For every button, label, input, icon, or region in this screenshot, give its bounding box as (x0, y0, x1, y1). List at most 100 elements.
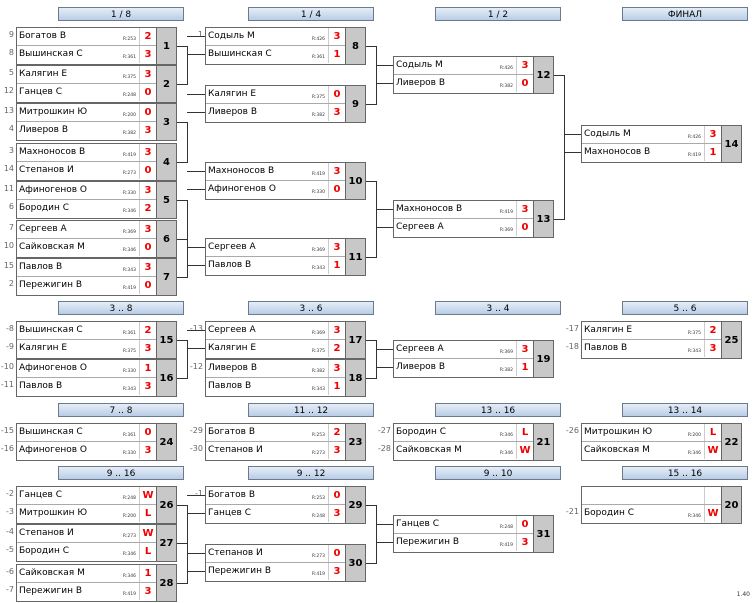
player-score (704, 487, 721, 504)
player-name: Богатов В (208, 427, 256, 437)
player-name: Бородин С (396, 427, 447, 437)
player-score: 3 (328, 442, 345, 459)
player-score: 0 (516, 516, 533, 533)
player-name: Калягин Е (19, 69, 68, 79)
player-score: 3 (139, 221, 156, 238)
round-header: 9 .. 10 (435, 466, 561, 480)
connector-line (187, 330, 205, 331)
player-score: 0 (516, 219, 533, 236)
player-rating: R:419 (122, 592, 136, 597)
player-name: Сергеев А (208, 242, 256, 252)
seed-label: 13 (3, 106, 14, 115)
player-name: Ливеров В (19, 125, 69, 135)
player-score: 0 (139, 277, 156, 294)
player-score: L (704, 424, 721, 441)
player-rating: R:346 (499, 451, 513, 456)
player-name: Калягин Е (208, 343, 257, 353)
player-name: Ливеров В (396, 362, 446, 372)
connector-line (376, 83, 393, 84)
seed-label: -28 (377, 444, 391, 453)
seed-label: 2 (8, 279, 14, 288)
seed-label: -29 (189, 426, 203, 435)
round-header: 5 .. 6 (622, 301, 748, 315)
player-rating: R:343 (687, 349, 701, 354)
player-name: Павлов В (19, 262, 63, 272)
connector-line (187, 54, 205, 55)
connector-line (187, 94, 205, 95)
seed-label: 1 (197, 30, 203, 39)
connector-line (177, 543, 187, 544)
connector-line (376, 46, 377, 105)
player-score: 3 (328, 563, 345, 580)
player-rating: R:273 (311, 554, 325, 559)
seed-label: -2 (6, 489, 14, 498)
player-name: Митрошкин Ю (19, 508, 88, 518)
player-rating: R:426 (687, 135, 701, 140)
player-score: 3 (139, 340, 156, 357)
player-rating: R:343 (311, 266, 325, 271)
connector-line (366, 378, 376, 379)
player-name: Сайковская М (396, 445, 462, 455)
connector-line (177, 200, 187, 201)
player-score: 0 (328, 86, 345, 103)
seed-label: -16 (0, 444, 14, 453)
player-score: 3 (704, 340, 721, 357)
connector-line (554, 219, 564, 220)
connector-line (366, 563, 376, 564)
connector-line (187, 112, 205, 113)
connector-line (376, 209, 393, 210)
match-number: 13 (534, 200, 554, 238)
player-score: 0 (139, 424, 156, 441)
player-rating: R:330 (122, 369, 136, 374)
round-header: 7 .. 8 (58, 403, 184, 417)
player-score: 3 (516, 201, 533, 218)
round-header: 1 / 4 (248, 7, 374, 21)
player-score: 3 (139, 583, 156, 600)
player-score: 1 (328, 46, 345, 63)
player-rating: R:426 (311, 37, 325, 42)
player-rating: R:361 (122, 331, 136, 336)
seed-label: -5 (6, 545, 14, 554)
player-name: Митрошкин Ю (584, 427, 653, 437)
match-number: 29 (346, 486, 366, 524)
connector-line (177, 239, 187, 240)
player-name: Богатов В (19, 31, 67, 41)
player-name: Бородин С (584, 508, 635, 518)
match-number: 20 (722, 486, 742, 524)
round-header: 13 .. 16 (435, 403, 561, 417)
player-rating: R:382 (499, 368, 513, 373)
seed-label: -6 (6, 567, 14, 576)
match-number: 4 (157, 143, 177, 181)
player-score: 0 (328, 487, 345, 504)
connector-line (366, 505, 376, 506)
match-number: 14 (722, 125, 742, 163)
connector-line (177, 340, 187, 341)
seed-label: 5 (8, 68, 14, 77)
player-rating: R:346 (122, 209, 136, 214)
match-number: 1 (157, 27, 177, 65)
seed-label: -8 (6, 324, 14, 333)
match-number: 23 (346, 423, 366, 461)
player-rating: R:273 (311, 451, 325, 456)
player-score: 3 (328, 163, 345, 180)
